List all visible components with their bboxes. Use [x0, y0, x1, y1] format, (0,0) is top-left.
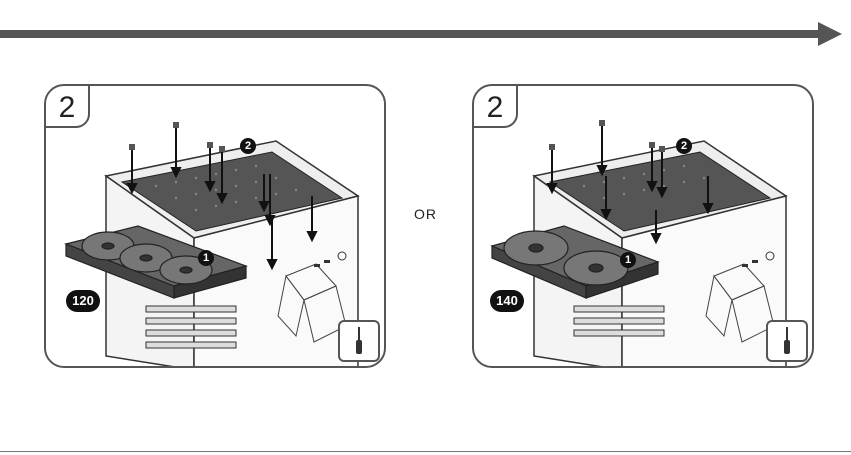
case-illustration	[474, 86, 814, 368]
tool-box	[766, 320, 808, 362]
screwdriver-icon	[340, 322, 378, 360]
callout-2: 2	[240, 138, 256, 154]
tool-box	[338, 320, 380, 362]
progress-arrow	[0, 18, 851, 52]
screwdriver-icon	[768, 322, 806, 360]
callout-1: 1	[198, 250, 214, 266]
case-illustration	[46, 86, 386, 368]
fan-size-tag: 140	[490, 290, 524, 312]
step-number: 2	[472, 84, 518, 128]
or-separator: OR	[414, 206, 437, 222]
callout-1: 1	[620, 252, 636, 268]
footer-divider	[0, 451, 851, 452]
fan-size-tag: 120	[66, 290, 100, 312]
callout-2: 2	[676, 138, 692, 154]
step-panel-120: 2 2 1 120	[44, 84, 386, 368]
step-number: 2	[44, 84, 90, 128]
step-panel-140: 2 2 1 140	[472, 84, 814, 368]
